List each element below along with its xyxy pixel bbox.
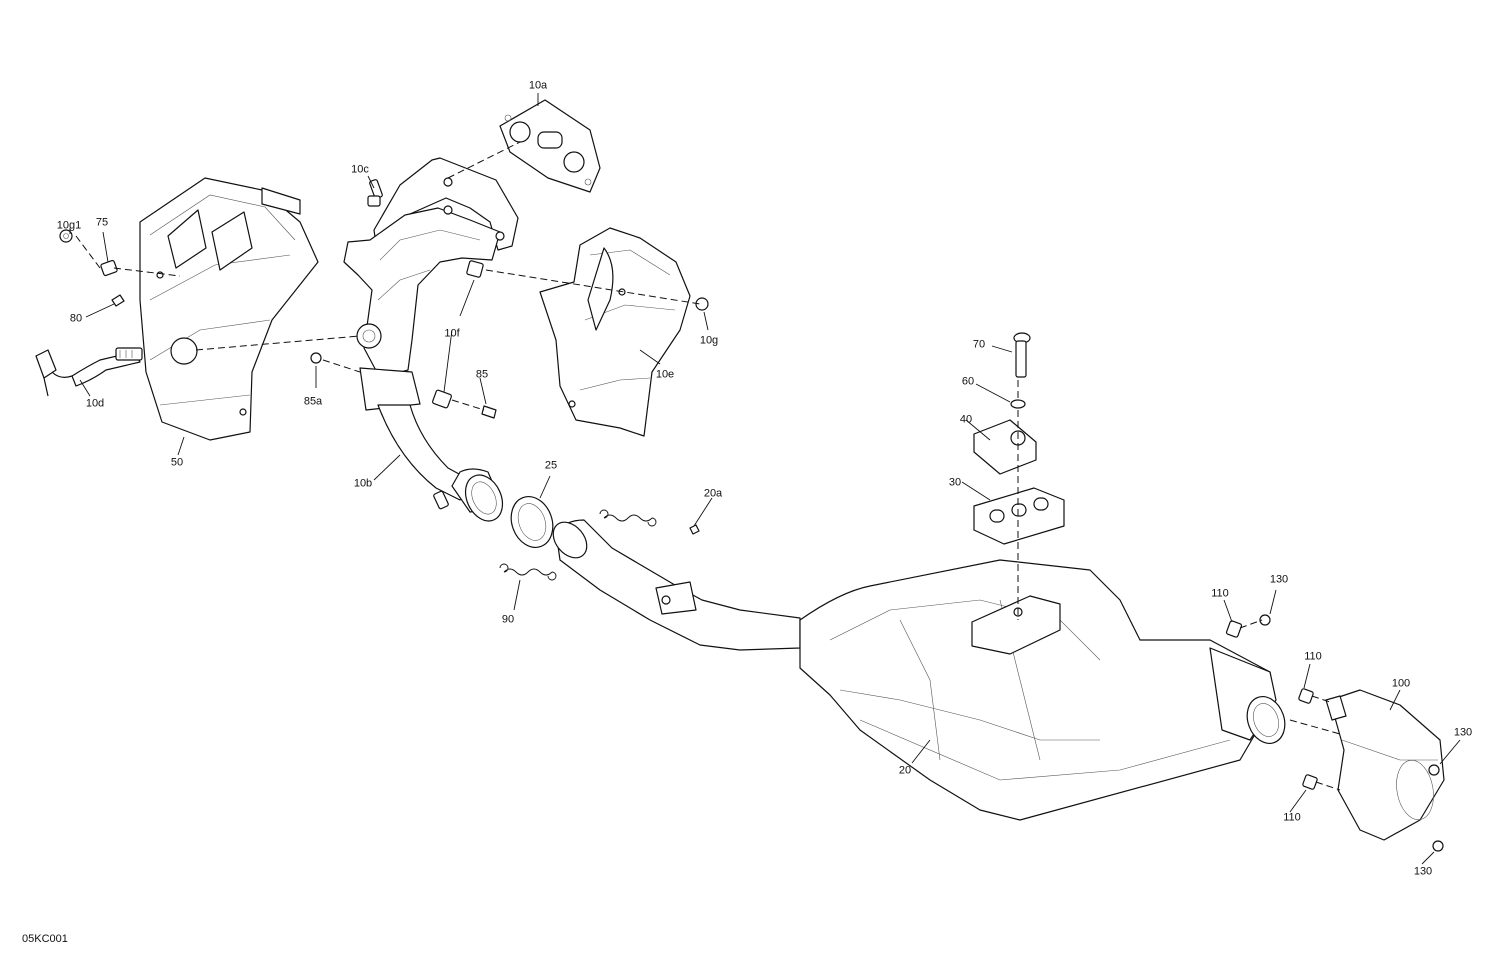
callout-10g: 10g [699, 334, 719, 347]
muffler-mount [973, 332, 1065, 545]
callout-10a: 10a [528, 79, 548, 92]
callout-25: 25 [544, 459, 558, 472]
callout-130-bottom: 130 [1413, 865, 1433, 878]
assembly-lines [75, 141, 1341, 791]
callout-40: 40 [959, 413, 973, 426]
callout-20a: 20a [703, 487, 723, 500]
exhaust-manifold [343, 157, 519, 411]
callout-110-top: 110 [1211, 587, 1229, 600]
callout-50: 50 [170, 456, 184, 469]
muffler [552, 519, 1286, 821]
diagram-reference-code: 05KC001 [22, 933, 68, 945]
springs [499, 509, 657, 581]
manifold-gasket [499, 99, 601, 193]
leader-lines [69, 93, 1461, 865]
manifold-fasteners [310, 260, 497, 419]
callout-10f: 10f [444, 327, 460, 340]
callout-90: 90 [501, 613, 515, 626]
tailpipe-cover [1259, 614, 1445, 852]
callout-110-bottom: 110 [1283, 811, 1301, 824]
small-clip [689, 524, 700, 535]
callout-60: 60 [961, 375, 975, 388]
oxygen-sensor [35, 347, 143, 397]
callout-80: 80 [69, 312, 83, 325]
callout-10d: 10d [85, 397, 105, 410]
heat-shield-front [139, 177, 319, 441]
ring-seal [510, 496, 554, 548]
callout-75: 75 [95, 216, 109, 229]
callout-10b: 10b [353, 477, 373, 490]
callout-110-mid: 110 [1304, 650, 1322, 663]
callout-85a: 85a [303, 395, 323, 408]
shield-fasteners [59, 229, 125, 307]
callout-85: 85 [475, 368, 489, 381]
callout-30: 30 [948, 476, 962, 489]
callout-10g1: 10g1 [56, 219, 82, 232]
heat-shield-rear [539, 227, 709, 437]
callout-10e: 10e [655, 368, 675, 381]
front-pipe [377, 404, 504, 522]
callout-20: 20 [898, 764, 912, 777]
callout-10c: 10c [351, 163, 369, 176]
callout-70: 70 [972, 338, 986, 351]
callout-130-right: 130 [1453, 726, 1473, 739]
callout-100: 100 [1391, 677, 1411, 690]
callout-130-top: 130 [1269, 573, 1289, 586]
